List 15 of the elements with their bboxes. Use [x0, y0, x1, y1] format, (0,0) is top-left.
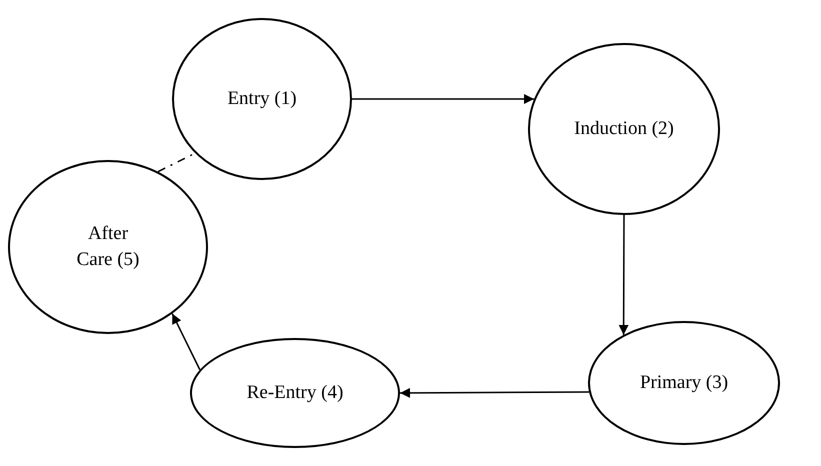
dashed-connector: [158, 152, 196, 172]
arrow: [352, 94, 534, 104]
ellipse-node: [190, 338, 400, 448]
ellipse-node: [172, 18, 352, 180]
ellipse-node: [528, 43, 720, 215]
ellipse-node: [8, 160, 208, 334]
arrow: [400, 388, 589, 398]
node-label: Primary (3): [638, 371, 730, 395]
arrow: [172, 313, 201, 370]
ellipse-node: [588, 321, 780, 445]
node-label: Re-Entry (4): [246, 381, 344, 405]
node-label: Induction (2): [573, 117, 675, 141]
node-label: Entry (1): [226, 87, 298, 111]
arrow: [618, 215, 629, 335]
node-label: After Care (5): [76, 222, 140, 272]
